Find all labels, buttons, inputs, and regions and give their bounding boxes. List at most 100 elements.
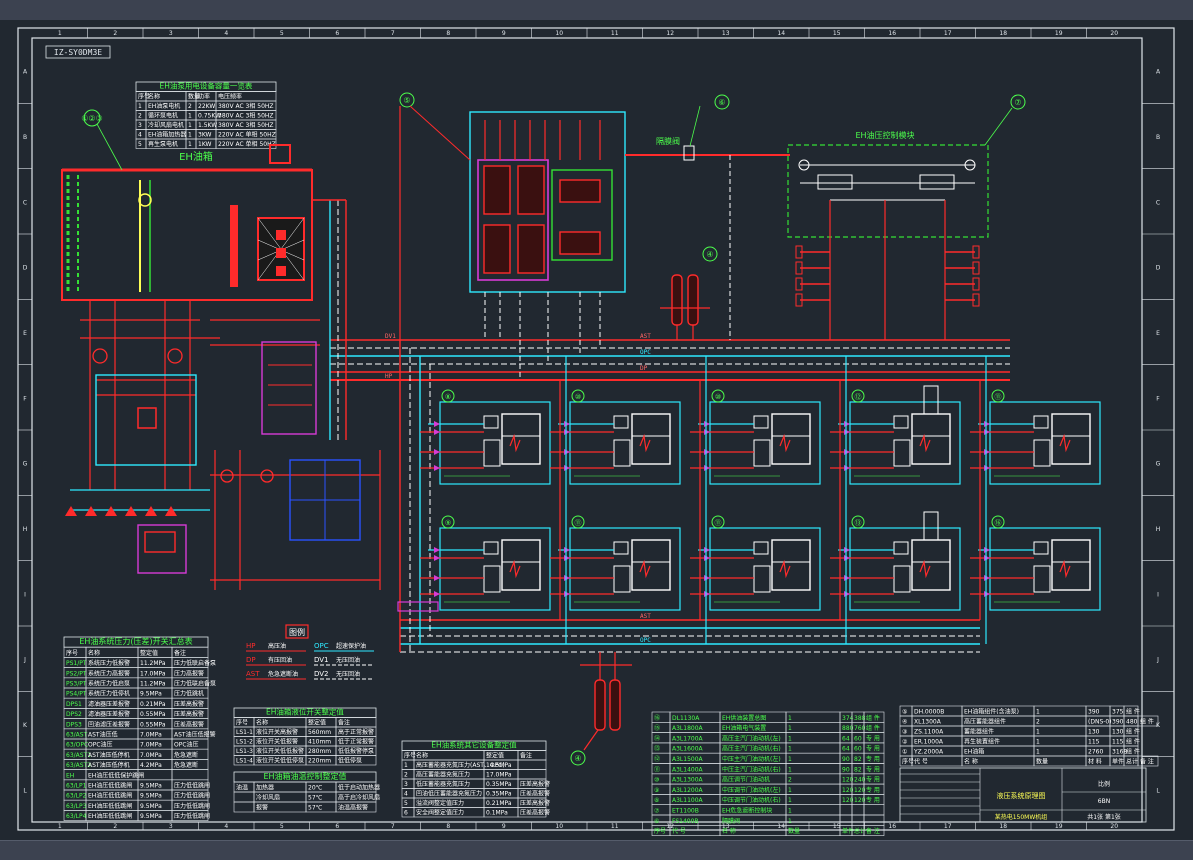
- row-label-left: H: [23, 526, 28, 533]
- table-cell-text: 中压调节门油动机(左): [722, 786, 781, 794]
- table-cell-text: 220V AC 单相 50HZ: [218, 140, 276, 148]
- table-cell-text: 隔膜阀: [722, 817, 740, 825]
- check-valve-icon: [844, 449, 850, 455]
- table-cell-text: 9.5MPa: [140, 691, 162, 698]
- table-cell: [785, 783, 841, 795]
- table-cell-text: 材 料: [1088, 758, 1102, 766]
- table-cell-text: 0.35MPa: [486, 791, 512, 798]
- table-cell-text: OPC油压: [88, 741, 113, 749]
- table-cell-text: 组 件: [1126, 708, 1140, 716]
- table-cell-text: 20℃: [308, 785, 323, 792]
- table-cell-text: 中压调节门油动机(右): [722, 796, 781, 804]
- table-cell-text: ③: [902, 729, 907, 736]
- legend-desc: 无压回油: [336, 670, 360, 678]
- table-cell-text: 数量: [788, 827, 800, 835]
- col-label-top: 11: [611, 30, 619, 37]
- table-cell-text: 130: [1112, 729, 1124, 736]
- table-cell-text: 7.0MPa: [140, 742, 162, 749]
- lvdt-icon: [639, 559, 651, 579]
- lvdt-icon: [779, 559, 791, 579]
- table-cell-text: YZ.2000A: [913, 749, 944, 756]
- table-title: EH油箱油温控制整定值: [263, 771, 346, 781]
- table-cell-text: 115: [1088, 739, 1100, 746]
- actuator-cylinder: [771, 413, 811, 465]
- balloon-4b: ④: [574, 754, 581, 763]
- hydraulic-schematic: 1122334455667788991010111112121313141415…: [17, 27, 1175, 836]
- table-cell-text: ⑫: [654, 755, 660, 763]
- check-valve-icon: [564, 465, 570, 471]
- table-cell-text: 1KW: [198, 141, 212, 148]
- table-cell-text: A3L1400A: [672, 766, 704, 773]
- lvdt-icon: [919, 433, 931, 453]
- table-cell-text: 压差高报警: [174, 720, 204, 728]
- check-valve-icon: [434, 449, 440, 455]
- servo-valve: [613, 565, 631, 593]
- table-cell-text: ⑤: [902, 709, 907, 716]
- dump-valve: [1033, 541, 1049, 555]
- lvdt-icon: [639, 433, 651, 453]
- check-valve-icon: [984, 465, 990, 471]
- table-cell-text: 压力高报警: [174, 669, 204, 677]
- table-cell-text: 备注: [174, 649, 186, 657]
- table-cell-text: 480: [1126, 719, 1138, 726]
- dump-valve: [483, 541, 499, 555]
- table-cell-text: 4: [138, 132, 142, 139]
- table-cell-text: (DNS-0): [1088, 719, 1112, 726]
- table-cell: [1137, 755, 1159, 767]
- marker-box: [397, 601, 439, 612]
- col-label-top: 1: [58, 30, 62, 37]
- table-cell-text: 低低报警停泵: [338, 747, 374, 755]
- table-cell-text: 专 用: [866, 765, 880, 773]
- actuator-box: [569, 527, 681, 611]
- check-valve-icon: [984, 421, 990, 427]
- table-cell-text: ②: [902, 739, 908, 746]
- col-label-bottom: 2: [113, 823, 117, 830]
- table-cell-text: EH油压低低跳闸: [88, 792, 132, 800]
- col-label-bottom: 20: [1110, 823, 1118, 830]
- table-cell-text: ⑥: [654, 818, 659, 825]
- actuator-feed: [420, 431, 484, 469]
- table-cell-text: 整定值: [308, 719, 326, 727]
- table-cell-text: 0.1MPa: [486, 810, 508, 817]
- col-label-top: 7: [391, 30, 395, 37]
- col-label-top: 5: [280, 30, 284, 37]
- table-cell-text: 加热器: [256, 784, 274, 792]
- actuator-box: [989, 401, 1101, 485]
- table-cell-text: 390: [1088, 709, 1100, 716]
- table-cell-text: EH油压低低跳闸: [88, 782, 132, 790]
- table-cell-text: 高压蓄能器充氮压力(AST、OPC): [416, 761, 505, 769]
- table-cell-text: 5: [138, 141, 142, 148]
- table-cell-text: 120: [854, 797, 866, 804]
- drawing-code: 6BN: [1098, 798, 1110, 805]
- legend-desc: 无压回油: [336, 656, 360, 664]
- pump-station: [65, 300, 381, 590]
- check-valve-icon: [434, 465, 440, 471]
- col-label-bottom: 4: [224, 823, 228, 830]
- table-cell-text: A3L1600A: [672, 746, 704, 753]
- dump-valve: [1033, 415, 1049, 429]
- servo-valve: [1033, 439, 1051, 467]
- table-cell-text: 3: [138, 122, 142, 129]
- table-cell-text: 压力低联启备泵: [174, 680, 216, 688]
- table-cell: [1033, 715, 1087, 727]
- actuator-balloon: [851, 515, 865, 529]
- table-cell-text: 1: [1036, 709, 1040, 716]
- module-label: EH油压控制模块: [855, 130, 914, 140]
- table-cell: [335, 755, 377, 766]
- row-label-right: L: [1156, 787, 1160, 794]
- table-cell-text: 压差高报警: [520, 809, 550, 817]
- table-cell-text: 1: [188, 122, 192, 129]
- table-cell-text: 高压蓄能器组件: [964, 718, 1006, 726]
- table-cell-text: 高压主汽门油动机(右): [722, 745, 781, 753]
- col-label-top: 17: [944, 30, 952, 37]
- lvdt-icon: [1059, 559, 1071, 579]
- actuator-balloon: [441, 389, 455, 403]
- reservoir: EH油箱 ①②③: [61, 109, 313, 301]
- check-valve-icon: [704, 465, 710, 471]
- servo-valve: [1033, 565, 1051, 593]
- table-cell-text: 9.5MPa: [140, 783, 162, 790]
- table-cell-text: 功率: [198, 93, 210, 101]
